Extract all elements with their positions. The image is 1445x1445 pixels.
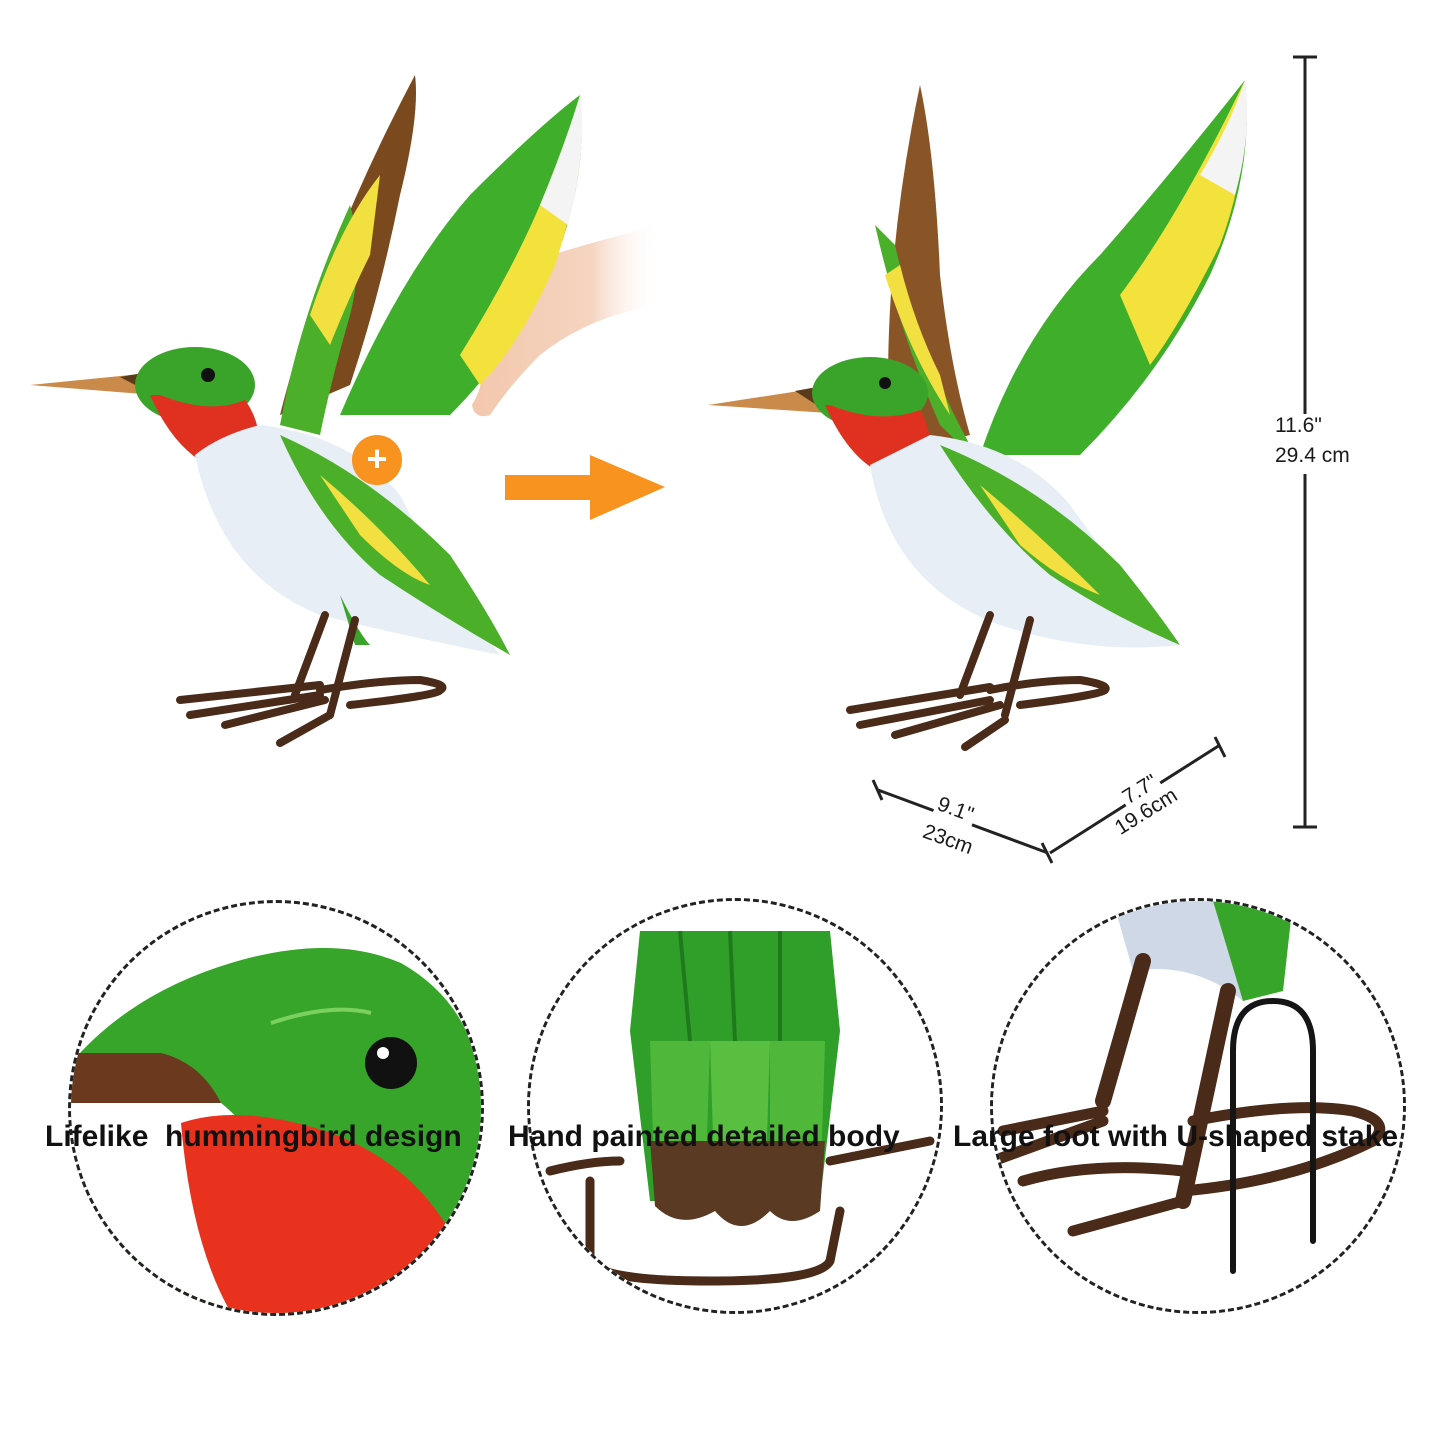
caption-lifelike-design: Lifelike hummingbird design [45,1120,462,1153]
body-detail-circle [527,898,943,1314]
plus-icon: + [352,435,402,485]
caption-hand-painted-body: Hand painted detailed body [508,1120,900,1153]
arrow-right-icon [505,455,665,520]
height-label: 11.6" 29.4 cm [1275,414,1395,474]
caption-large-foot-stake: Large foot with U-shaped stake [953,1120,1399,1153]
foot-detail-circle [990,898,1406,1314]
hummingbird-after-image [700,75,1270,755]
hummingbird-before-image [20,55,660,755]
height-inches: 11.6" [1275,414,1322,437]
head-detail-circle [68,900,484,1316]
height-centimeters: 29.4 cm [1275,444,1350,467]
